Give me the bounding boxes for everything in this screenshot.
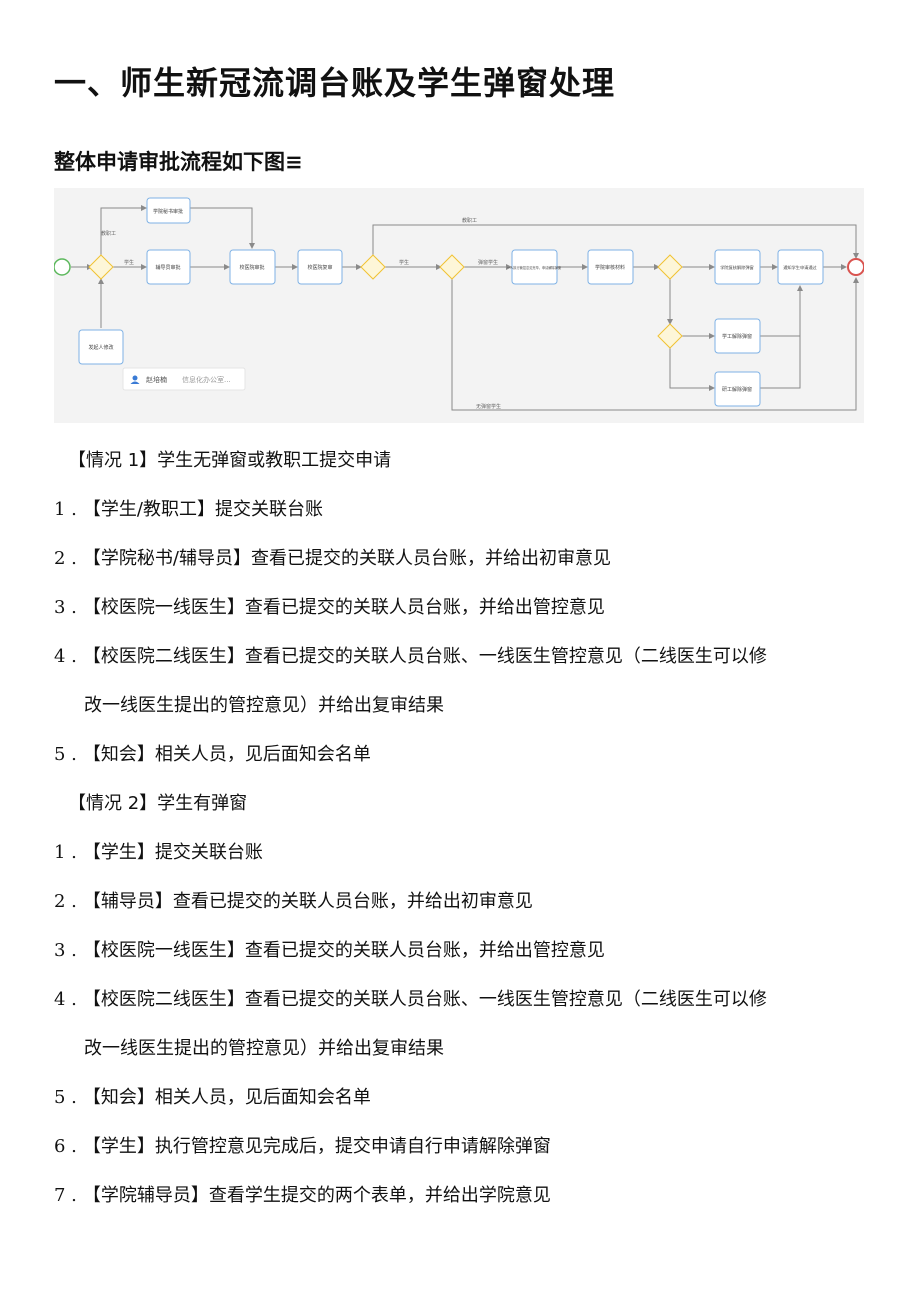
item-text: 【学院辅导员】查看学生提交的两个表单，并给出学院意见 — [82, 1185, 551, 1206]
item-text: 【学生/教职工】提交关联台账 — [82, 499, 323, 520]
task-node — [511, 249, 558, 285]
task-node — [587, 249, 634, 285]
gateway-diamond — [657, 323, 683, 349]
list-item: 5 .【知会】相关人员，见后面知会名单 — [54, 740, 371, 766]
task-node — [714, 249, 761, 285]
user-icon — [132, 375, 138, 381]
edge-label: 学生 — [399, 259, 409, 266]
edge — [451, 277, 859, 411]
edge-label: 教职工 — [462, 217, 477, 224]
item-number: 7 . — [54, 1185, 77, 1206]
item-text: 【学院秘书/辅导员】查看已提交的关联人员台账，并给出初审意见 — [82, 548, 611, 569]
workflow-svg: 教职工 学生 教职工 学生 弹窗学生 无弹窗学生 — [53, 197, 865, 411]
item-text: 【校医院一线医生】查看已提交的关联人员台账，并给出管控意见 — [82, 597, 605, 618]
user-card[interactable]: 赵培楠 信息化办公室... — [122, 367, 246, 391]
item-number: 1 . — [54, 499, 77, 520]
item-number: 3 . — [54, 940, 77, 961]
node-label: 辅导员审批 — [155, 264, 180, 271]
user-name: 赵培楠 — [146, 375, 167, 384]
gateway-diamond — [88, 254, 114, 280]
task-node — [78, 329, 124, 365]
list-item: 2 .【辅导员】查看已提交的关联人员台账，并给出初审意见 — [54, 887, 533, 913]
task-node — [229, 249, 276, 285]
list-item: 7 .【学院辅导员】查看学生提交的两个表单，并给出学院意见 — [54, 1181, 551, 1207]
item-text: 【知会】相关人员，见后面知会名单 — [82, 1087, 371, 1108]
node-label: 学工解除弹窗 — [722, 333, 752, 340]
list-item: 1 .【学生】提交关联台账 — [54, 838, 263, 864]
user-dept: 信息化办公室... — [182, 375, 231, 384]
node-label: 学院审核材料 — [595, 264, 625, 271]
end-event — [847, 258, 865, 276]
list-item: 2 .【学院秘书/辅导员】查看已提交的关联人员台账，并给出初审意见 — [54, 544, 611, 570]
gateway-diamond — [360, 254, 386, 280]
item-text: 【学生】执行管控意见完成后，提交申请自行申请解除弹窗 — [82, 1136, 551, 1157]
node-label: 学院秘书审批 — [153, 208, 183, 215]
list-item: 3 .【校医院一线医生】查看已提交的关联人员台账，并给出管控意见 — [54, 936, 605, 962]
workflow-diagram: 教职工 学生 教职工 学生 弹窗学生 无弹窗学生 — [53, 188, 865, 423]
task-node — [714, 318, 761, 354]
edge — [760, 286, 801, 389]
item-text: 【学生】提交关联台账 — [82, 842, 263, 863]
task-node — [714, 371, 761, 407]
edge — [372, 224, 859, 259]
node-label: 通知学生申请通过 — [783, 264, 817, 271]
item-number: 4 . — [54, 989, 77, 1010]
node-label: 校医院复审 — [307, 264, 332, 271]
edge-label: 弹窗学生 — [478, 259, 498, 266]
item-number: 4 . — [54, 646, 77, 667]
list-item: 1 .【学生/教职工】提交关联台账 — [54, 495, 323, 521]
gateway-diamond — [439, 254, 465, 280]
edge — [100, 205, 147, 258]
case1-heading: 【情况 1】学生无弹窗或教职工提交申请 — [68, 450, 392, 471]
item-number: 3 . — [54, 597, 77, 618]
edge-label: 学生 — [124, 259, 134, 266]
gateway-diamond — [657, 254, 683, 280]
node-label: 发起人修改 — [88, 344, 113, 351]
task-node — [297, 249, 343, 285]
item-text: 【校医院二线医生】查看已提交的关联人员台账、一线医生管控意见（二线医生可以修 — [82, 989, 767, 1010]
list-item: 4 .【校医院二线医生】查看已提交的关联人员台账、一线医生管控意见（二线医生可以… — [54, 642, 767, 668]
page-title: 一、师生新冠流调台账及学生弹窗处理 — [54, 64, 616, 102]
item-text: 【校医院二线医生】查看已提交的关联人员台账、一线医生管控意见（二线医生可以修 — [82, 646, 767, 667]
section-subtitle: 整体申请审批流程如下图≡ — [54, 150, 303, 174]
task-node — [146, 197, 191, 224]
item-number: 5 . — [54, 1087, 77, 1108]
start-event — [53, 258, 71, 276]
item-number: 5 . — [54, 744, 77, 765]
edge-label: 无弹窗学生 — [476, 403, 501, 410]
item-number: 2 . — [54, 891, 77, 912]
node-label: 一人执行管控意见完毕，申请解除弹窗 — [507, 265, 561, 270]
edge-label: 教职工 — [101, 230, 116, 237]
list-item-continuation: 改一线医生提出的管控意见）并给出复审结果 — [84, 1038, 444, 1059]
list-item: 3 .【校医院一线医生】查看已提交的关联人员台账，并给出管控意见 — [54, 593, 605, 619]
user-icon-body — [130, 381, 140, 384]
edge — [190, 207, 255, 249]
item-text: 【辅导员】查看已提交的关联人员台账，并给出初审意见 — [82, 891, 533, 912]
list-item: 5 .【知会】相关人员，见后面知会名单 — [54, 1083, 371, 1109]
list-item: 6 .【学生】执行管控意见完成后，提交申请自行申请解除弹窗 — [54, 1132, 551, 1158]
node-label: 学院复核解除弹窗 — [720, 264, 754, 271]
item-number: 2 . — [54, 548, 77, 569]
list-item: 4 .【校医院二线医生】查看已提交的关联人员台账、一线医生管控意见（二线医生可以… — [54, 985, 767, 1011]
list-item-continuation: 改一线医生提出的管控意见）并给出复审结果 — [84, 695, 444, 716]
edges — [71, 205, 859, 411]
node-label: 校医院审批 — [239, 264, 264, 271]
case2-heading: 【情况 2】学生有弹窗 — [68, 793, 248, 814]
item-text: 【知会】相关人员，见后面知会名单 — [82, 744, 371, 765]
item-number: 6 . — [54, 1136, 77, 1157]
item-text: 【校医院一线医生】查看已提交的关联人员台账，并给出管控意见 — [82, 940, 605, 961]
task-node — [777, 249, 824, 285]
node-label: 研工解除弹窗 — [722, 386, 752, 393]
edge — [760, 285, 803, 337]
task-node — [146, 249, 191, 285]
item-number: 1 . — [54, 842, 77, 863]
edge — [669, 278, 715, 391]
